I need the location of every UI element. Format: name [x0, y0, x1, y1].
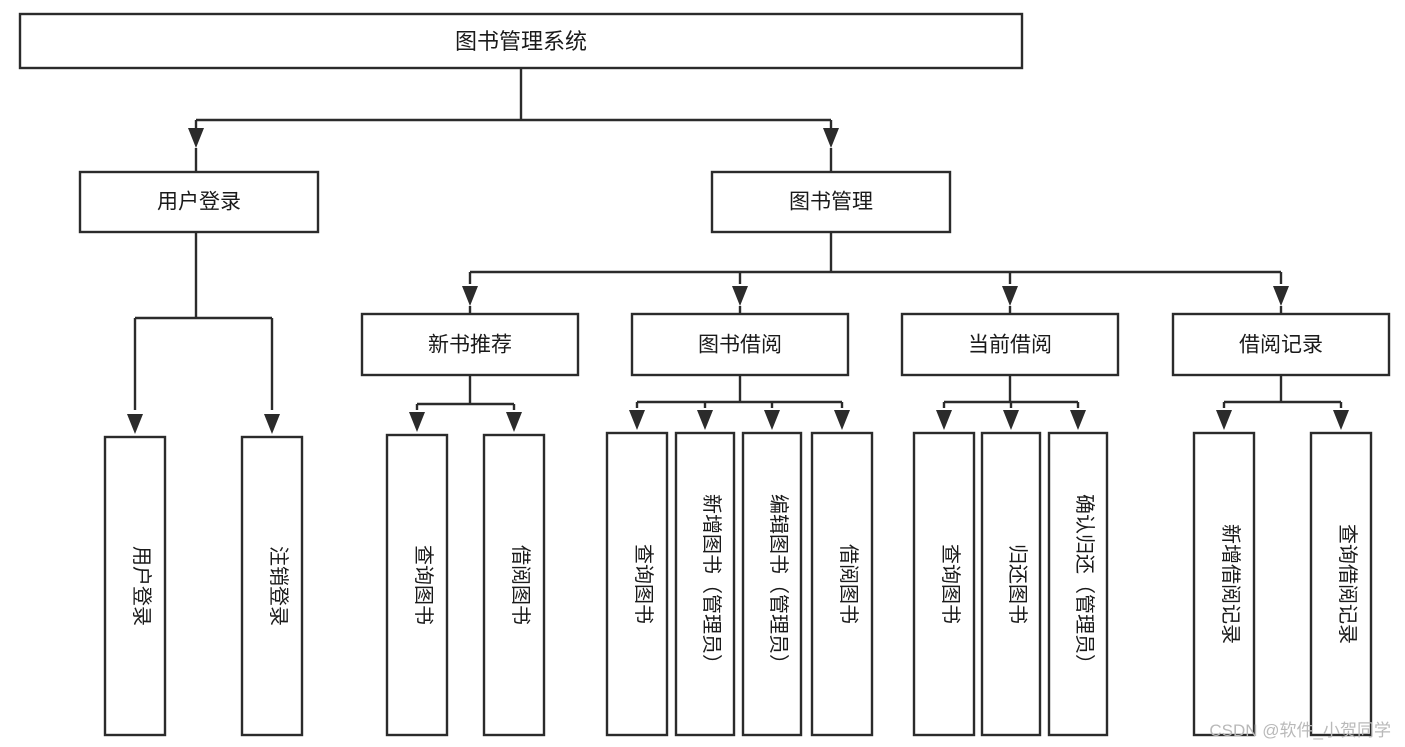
csdn-watermark: CSDN @软件_小贺同学	[1209, 721, 1391, 740]
leaf-borrow-book-2[interactable]: 借阅图书	[810, 431, 874, 737]
arrow-to-leaf-add-record	[1216, 410, 1232, 430]
arrow-to-leaf-query-book-1	[409, 412, 425, 432]
leaf-add-book[interactable]: 新增图书（管理员）	[674, 431, 736, 737]
node-root-label: 图书管理系统	[455, 29, 587, 54]
node-user-login[interactable]: 用户登录	[78, 170, 320, 234]
arrow-to-leaf-return-book	[1003, 410, 1019, 430]
leaf-confirm-return-label: 确认归还（管理员）	[1073, 494, 1096, 674]
node-root-system[interactable]: 图书管理系统	[18, 12, 1024, 70]
arrow-to-leaf-borrow-book-2	[834, 410, 850, 430]
leaf-return-book-label: 归还图书	[1006, 544, 1029, 624]
leaf-add-record[interactable]: 新增借阅记录	[1192, 431, 1256, 737]
connector-new-book-recommend-to-leaves	[409, 375, 522, 432]
connector-user-login-to-leaves	[127, 232, 280, 434]
leaf-query-book-3-label: 查询图书	[939, 544, 962, 624]
leaf-add-book-label: 新增图书（管理员）	[700, 494, 723, 674]
arrow-to-leaf-edit-book	[764, 410, 780, 430]
arrow-to-leaf-query-book-2	[629, 410, 645, 430]
arrow-to-leaf-logout-login	[264, 414, 280, 434]
leaf-logout-login-label: 注销登录	[267, 546, 290, 626]
arrow-to-book-manage	[823, 128, 839, 148]
node-book-borrow-label: 图书借阅	[698, 334, 782, 357]
leaf-query-book-1[interactable]: 查询图书	[385, 433, 449, 737]
arrow-to-new-book-recommend	[462, 286, 478, 306]
arrow-to-leaf-borrow-book-1	[506, 412, 522, 432]
node-borrow-record[interactable]: 借阅记录	[1171, 312, 1391, 377]
node-current-borrow[interactable]: 当前借阅	[900, 312, 1120, 377]
leaf-return-book[interactable]: 归还图书	[980, 431, 1042, 737]
connector-root-to-level2	[188, 68, 839, 172]
leaf-query-book-1-label: 查询图书	[412, 545, 435, 625]
leaf-borrow-book-1-label: 借阅图书	[509, 545, 532, 625]
leaf-borrow-book-2-label: 借阅图书	[837, 544, 860, 624]
node-user-login-label: 用户登录	[157, 191, 241, 214]
node-book-manage-label: 图书管理	[789, 191, 873, 214]
arrow-to-leaf-query-record	[1333, 410, 1349, 430]
leaf-borrow-book-1[interactable]: 借阅图书	[482, 433, 546, 737]
connector-current-borrow-to-leaves	[936, 375, 1086, 430]
node-new-book-recommend-label: 新书推荐	[428, 334, 512, 357]
arrow-to-leaf-add-book	[697, 410, 713, 430]
node-current-borrow-label: 当前借阅	[968, 334, 1052, 357]
leaf-edit-book[interactable]: 编辑图书（管理员）	[741, 431, 803, 737]
leaf-add-record-label: 新增借阅记录	[1219, 524, 1242, 644]
connector-borrow-record-to-leaves	[1216, 375, 1349, 430]
leaf-logout-login[interactable]: 注销登录	[240, 435, 304, 737]
arrow-to-leaf-user-login	[127, 414, 143, 434]
connector-book-borrow-to-leaves	[629, 375, 850, 430]
leaf-query-record[interactable]: 查询借阅记录	[1309, 431, 1373, 737]
leaf-query-book-2[interactable]: 查询图书	[605, 431, 669, 737]
leaf-user-login[interactable]: 用户登录	[103, 435, 167, 737]
leaf-query-book-3[interactable]: 查询图书	[912, 431, 976, 737]
leaf-query-record-label: 查询借阅记录	[1336, 524, 1359, 644]
leaf-edit-book-label: 编辑图书（管理员）	[767, 494, 790, 674]
arrow-to-current-borrow	[1002, 286, 1018, 306]
node-new-book-recommend[interactable]: 新书推荐	[360, 312, 580, 377]
arrow-to-user-login	[188, 128, 204, 148]
node-borrow-record-label: 借阅记录	[1239, 334, 1323, 357]
arrow-to-leaf-query-book-3	[936, 410, 952, 430]
arrow-to-book-borrow	[732, 286, 748, 306]
leaf-user-login-label: 用户登录	[130, 546, 153, 626]
node-book-manage[interactable]: 图书管理	[710, 170, 952, 234]
arrow-to-leaf-confirm-return	[1070, 410, 1086, 430]
connector-book-manage-to-level3	[462, 232, 1289, 314]
leaf-confirm-return[interactable]: 确认归还（管理员）	[1047, 431, 1109, 737]
leaf-query-book-2-label: 查询图书	[632, 544, 655, 624]
arrow-to-borrow-record	[1273, 286, 1289, 306]
node-book-borrow[interactable]: 图书借阅	[630, 312, 850, 377]
